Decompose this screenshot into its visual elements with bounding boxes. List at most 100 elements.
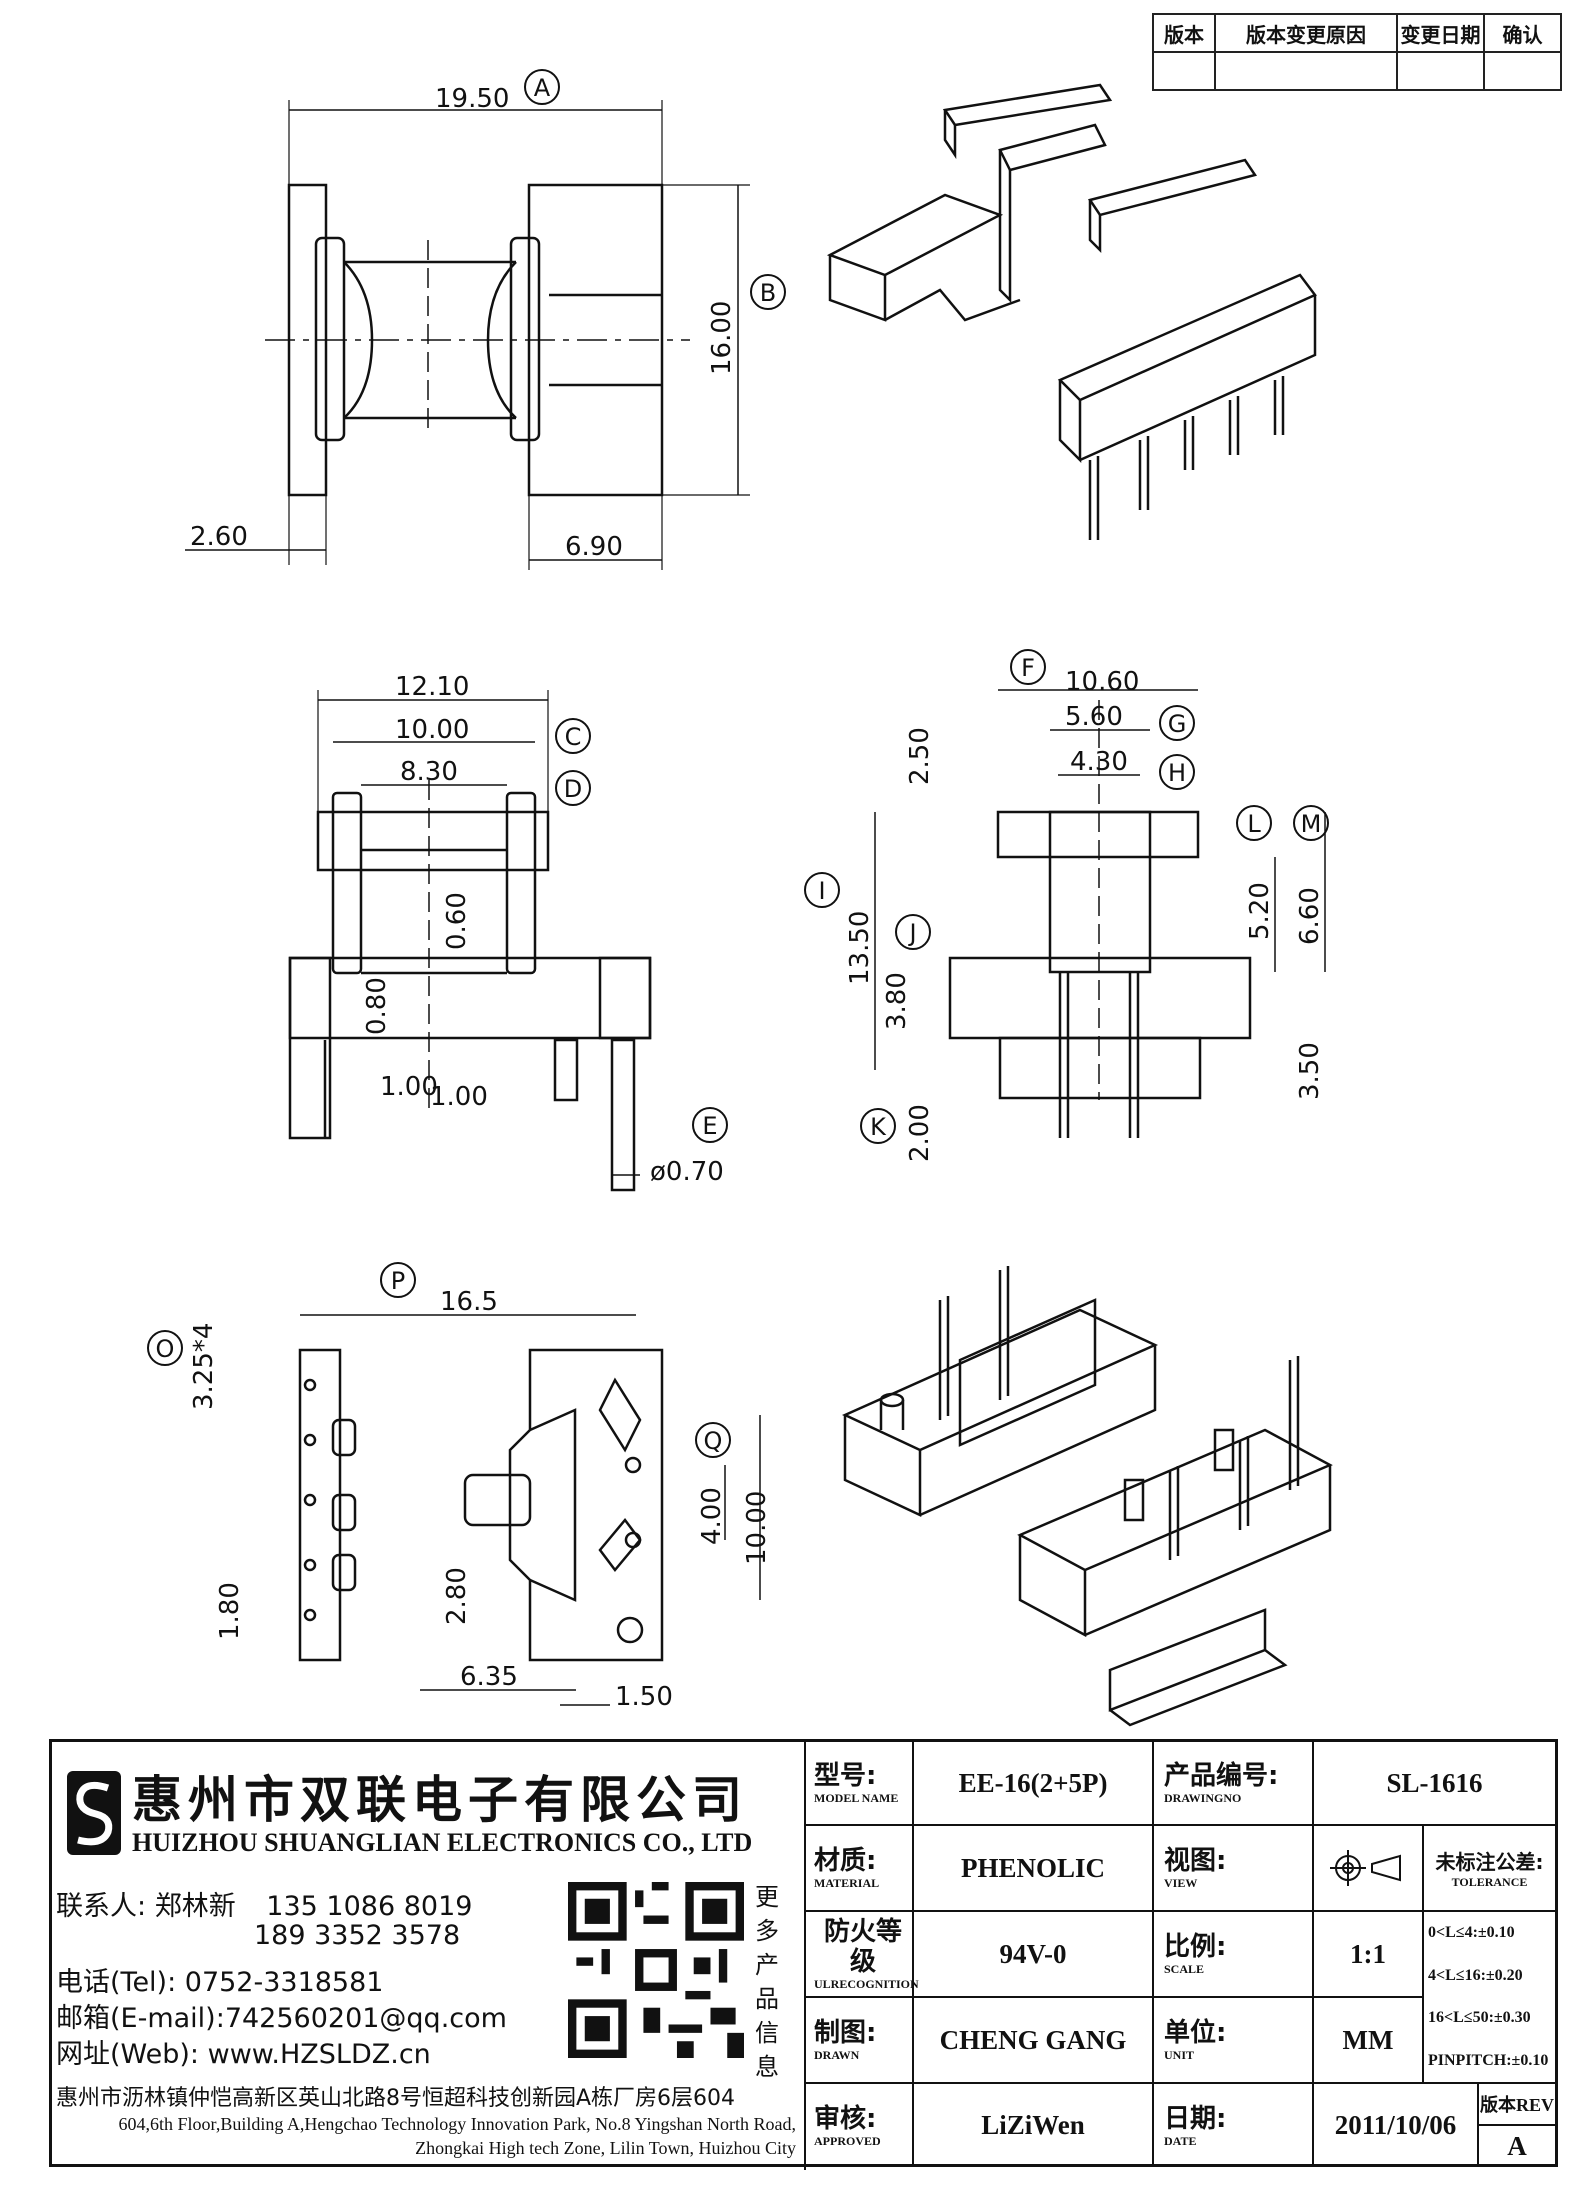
svg-text:J: J bbox=[907, 919, 916, 947]
projection-icon bbox=[1330, 1850, 1401, 1886]
svg-text:Q: Q bbox=[704, 1427, 723, 1455]
dim-2-80: 2.80 bbox=[442, 1567, 472, 1625]
company-logo bbox=[67, 1771, 121, 1855]
more-info-vertical: 更多产 品信息 bbox=[755, 1883, 779, 2081]
dim-0-80: 0.80 bbox=[362, 977, 392, 1035]
svg-text:A: A bbox=[534, 74, 551, 102]
contact-email: 邮箱(E-mail):742560201@qq.com bbox=[56, 2003, 507, 2034]
projection-symbol bbox=[1314, 1826, 1424, 1912]
drawing-no-value: SL-1616 bbox=[1314, 1742, 1555, 1826]
callout-l: L bbox=[1236, 805, 1272, 841]
dim-8-30: 8.30 bbox=[400, 757, 458, 787]
rev-header-version: 版本 bbox=[1152, 13, 1216, 53]
address-en: 604,6th Floor,Building A,Hengchao Techno… bbox=[118, 2114, 796, 2158]
scale-value: 1:1 bbox=[1314, 1912, 1424, 1998]
svg-text:G: G bbox=[1168, 710, 1187, 738]
address-cn: 惠州市沥林镇仲恺高新区英山北路8号恒超科技创新园A栋厂房6层604 bbox=[56, 2086, 736, 2111]
qr-code bbox=[568, 1882, 744, 2058]
contact-label: 联系人: bbox=[56, 1891, 147, 1922]
callout-a: A bbox=[524, 69, 560, 105]
callout-c: C bbox=[555, 718, 591, 754]
dim-1-50: 1.50 bbox=[615, 1682, 673, 1712]
svg-text:L: L bbox=[1247, 810, 1261, 838]
callout-b: B bbox=[750, 274, 786, 310]
callout-q: Q bbox=[695, 1422, 731, 1458]
callout-j: J bbox=[895, 914, 931, 950]
company-info: 惠州市双联电子有限公司 HUIZHOU SHUANGLIAN ELECTRONI… bbox=[52, 1742, 806, 2170]
dim-10-60: 10.60 bbox=[1065, 667, 1139, 697]
svg-text:M: M bbox=[1301, 810, 1322, 838]
callout-h: H bbox=[1159, 754, 1195, 790]
rev-header-date: 变更日期 bbox=[1396, 13, 1485, 53]
rev-header-confirm: 确认 bbox=[1483, 13, 1562, 53]
dim-16-00: 16.00 bbox=[707, 301, 737, 375]
material-value: PHENOLIC bbox=[914, 1826, 1154, 1912]
company-name-cn: 惠州市双联电子有限公司 bbox=[132, 1770, 748, 1829]
contact-tel: 电话(Tel): 0752-3318581 bbox=[56, 1967, 384, 1998]
dim-6-35: 6.35 bbox=[460, 1662, 518, 1692]
svg-text:C: C bbox=[565, 723, 582, 751]
unit-label: 单位:UNIT bbox=[1154, 1998, 1314, 2084]
approved-value: LiZiWen bbox=[914, 2084, 1154, 2167]
contact-web: 网址(Web): www.HZSLDZ.cn bbox=[56, 2039, 431, 2070]
dim-4-30: 4.30 bbox=[1070, 747, 1128, 777]
date-value: 2011/10/06 bbox=[1314, 2084, 1479, 2167]
dim-6-90: 6.90 bbox=[565, 532, 623, 562]
dim-16-5: 16.5 bbox=[440, 1287, 498, 1317]
drawn-label: 制图:DRAWN bbox=[804, 1998, 914, 2084]
model-value: EE-16(2+5P) bbox=[914, 1742, 1154, 1826]
dim-1-00-right: 1.00 bbox=[430, 1082, 488, 1112]
contact-phone-1: 135 1086 8019 bbox=[266, 1891, 473, 1922]
dim-2-60: 2.60 bbox=[190, 522, 248, 552]
svg-text:P: P bbox=[391, 1267, 405, 1295]
callout-i: I bbox=[804, 872, 840, 908]
tolerance-header: 未标注公差:TOLERANCE bbox=[1424, 1826, 1555, 1912]
rev-label: 版本REV bbox=[1479, 2084, 1555, 2126]
view-label: 视图:VIEW bbox=[1154, 1826, 1314, 1912]
callout-d: D bbox=[555, 770, 591, 806]
contact-phone-2: 189 3352 3578 bbox=[254, 1920, 461, 1951]
tolerance-list: 0<L≤4:±0.10 4<L≤16:±0.20 16<L≤50:±0.30 P… bbox=[1424, 1912, 1555, 2084]
contact-name: 郑林新 bbox=[154, 1891, 236, 1922]
dim-3-25x4: 3.25*4 bbox=[189, 1323, 219, 1410]
fire-rating-value: 94V-0 bbox=[914, 1912, 1154, 1998]
callout-f: F bbox=[1010, 649, 1046, 685]
title-block: 惠州市双联电子有限公司 HUIZHOU SHUANGLIAN ELECTRONI… bbox=[49, 1739, 1558, 2170]
dim-3-80: 3.80 bbox=[882, 972, 912, 1030]
material-label: 材质:MATERIAL bbox=[804, 1826, 914, 1912]
front-view bbox=[288, 690, 652, 1192]
isometric-view-bottom bbox=[841, 1266, 1333, 1727]
dim-10-00: 10.00 bbox=[395, 715, 469, 745]
bottom-view bbox=[298, 1314, 761, 1706]
svg-text:K: K bbox=[870, 1113, 887, 1141]
svg-text:O: O bbox=[156, 1335, 175, 1363]
dim-0-60: 0.60 bbox=[442, 892, 472, 950]
svg-text:H: H bbox=[1168, 759, 1186, 787]
dim-5-60: 5.60 bbox=[1065, 702, 1123, 732]
svg-text:F: F bbox=[1021, 654, 1035, 682]
unit-value: MM bbox=[1314, 1998, 1424, 2084]
approved-label: 审核:APPROVED bbox=[804, 2084, 914, 2167]
dim-d0-70: ø0.70 bbox=[650, 1157, 724, 1187]
model-label: 型号:MODEL NAME bbox=[804, 1742, 914, 1826]
callout-k: K bbox=[860, 1108, 896, 1144]
drawing-no-label: 产品编号:DRAWINGNO bbox=[1154, 1742, 1314, 1826]
dim-2-50: 2.50 bbox=[905, 727, 935, 785]
dim-1-00-left: 1.00 bbox=[380, 1072, 438, 1102]
top-view bbox=[185, 100, 750, 570]
isometric-view-top bbox=[826, 83, 1317, 540]
scale-label: 比例:SCALE bbox=[1154, 1912, 1314, 1998]
dim-2-00: 2.00 bbox=[905, 1104, 935, 1162]
dim-1-80: 1.80 bbox=[215, 1582, 245, 1640]
dim-3-50: 3.50 bbox=[1295, 1042, 1325, 1100]
svg-text:E: E bbox=[702, 1112, 717, 1140]
dim-13-50: 13.50 bbox=[845, 911, 875, 985]
svg-text:B: B bbox=[760, 279, 776, 307]
dim-5-20: 5.20 bbox=[1245, 882, 1275, 940]
callout-m: M bbox=[1293, 805, 1329, 841]
callout-g: G bbox=[1159, 705, 1195, 741]
dim-12-10: 12.10 bbox=[395, 672, 469, 702]
dim-10-00-b: 10.00 bbox=[742, 1491, 772, 1565]
